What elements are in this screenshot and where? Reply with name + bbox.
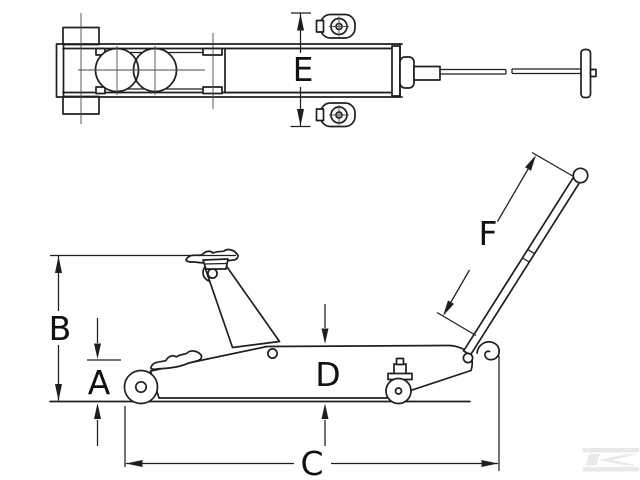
dimension-B: B [49,254,236,401]
chassis-pivot-hole [267,348,278,359]
handle-pivot-hole [462,352,474,364]
caster-cap [395,357,405,366]
top-view: E [55,12,597,128]
top-view-caster-upper [315,13,356,39]
arrow-down-icon [55,384,62,401]
dimension-C: C [124,356,500,480]
arrow-down-icon [297,109,304,126]
handle-connector [413,65,441,81]
dimension-label-C: C [300,444,323,480]
arrow-up-right-icon [525,155,536,171]
dimension-D: D [315,304,341,446]
saddle-lowered [149,350,203,371]
handle-shaft-segment-1 [440,68,507,75]
arrow-right-icon [481,460,498,467]
top-view-caster-lower [315,102,356,128]
dimension-label-F: F [479,214,498,253]
handle-socket [399,56,415,89]
dimension-F: F [436,151,574,337]
arrow-left-icon [126,460,143,467]
handle-knob [572,167,589,184]
dimension-label-B: B [49,309,72,348]
caster-wheel [385,377,412,405]
top-view-handle-assembly [399,48,597,99]
dimension-label-A: A [88,363,111,402]
arrow-down-left-icon [443,300,454,316]
arm-pivot-hole [207,268,218,279]
wheel-hub [134,380,148,394]
arrow-up-icon [297,13,304,31]
handle-hook [476,340,500,361]
dimension-E: E [290,12,314,128]
arrow-up-icon [321,403,329,419]
pump-handle [462,167,589,356]
dim-f-bottom-tick [436,311,477,337]
handle-shaft [462,173,584,356]
kramp-k-logo [583,448,639,472]
caster-axle [394,387,403,395]
lift-arm [204,264,281,349]
dimension-label-D: D [315,355,340,394]
side-view: B A D C [49,151,589,480]
t-handle-nub [589,68,597,78]
top-view-front-plate [55,43,65,98]
rear-caster [385,357,413,405]
top-view-centerlines [78,13,214,124]
arrow-down-icon [321,328,329,344]
arrow-up-icon [94,403,101,419]
arrow-up-icon [55,256,62,273]
dimension-A: A [87,318,121,446]
arrow-down-icon [94,343,101,359]
saddle-raised [185,248,239,270]
top-view-body [224,47,394,94]
dim-f-top-tick [531,151,574,178]
handle-joint [521,248,536,263]
front-wheel [123,369,159,405]
caster-stem [393,363,407,375]
dimension-label-E: E [293,50,314,89]
handle-shaft-segment-2 [511,68,582,75]
t-handle-bar [580,48,592,99]
